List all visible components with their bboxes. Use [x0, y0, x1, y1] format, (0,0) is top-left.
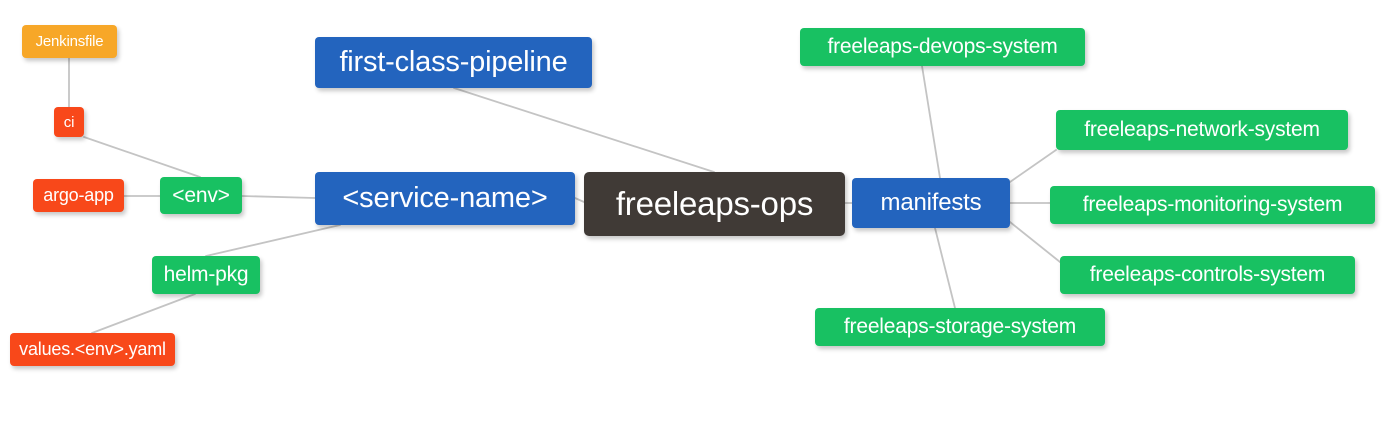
mindmap-node-controls[interactable]: freeleaps-controls-system: [1060, 256, 1355, 294]
node-label: freeleaps-monitoring-system: [1082, 193, 1343, 216]
node-label: freeleaps-devops-system: [827, 35, 1058, 58]
node-label: values.<env>.yaml: [19, 339, 166, 359]
node-label: Jenkinsfile: [35, 33, 104, 50]
node-label: <service-name>: [342, 182, 548, 214]
node-label: ci: [63, 113, 75, 131]
edge-devops-to-manifests: [921, 65, 941, 179]
node-label: argo-app: [43, 185, 114, 205]
edge-ci-to-env: [83, 136, 201, 178]
mindmap-node-helm[interactable]: helm-pkg: [152, 256, 260, 294]
edge-storage-to-manifests: [934, 227, 956, 309]
mindmap-node-devops[interactable]: freeleaps-devops-system: [800, 28, 1085, 66]
mindmap-node-service[interactable]: <service-name>: [315, 172, 575, 225]
mindmap-node-root[interactable]: freeleaps-ops: [584, 172, 845, 236]
edge-service-to-root: [574, 197, 585, 203]
node-label: first-class-pipeline: [339, 46, 568, 78]
node-label: freeleaps-network-system: [1084, 118, 1320, 141]
node-label: freeleaps-storage-system: [843, 315, 1077, 338]
node-label: helm-pkg: [163, 263, 249, 286]
mindmap-node-monitoring[interactable]: freeleaps-monitoring-system: [1050, 186, 1375, 224]
edge-pipeline-to-root: [453, 87, 715, 173]
mindmap-node-storage[interactable]: freeleaps-storage-system: [815, 308, 1105, 346]
mindmap-node-argo[interactable]: argo-app: [33, 179, 124, 212]
edge-helm-to-service: [205, 224, 341, 257]
mindmap-node-manifests[interactable]: manifests: [852, 178, 1010, 228]
mindmap-node-env[interactable]: <env>: [160, 177, 242, 214]
node-label: freeleaps-controls-system: [1089, 263, 1326, 286]
node-label: manifests: [880, 189, 982, 216]
node-label: freeleaps-ops: [615, 185, 814, 222]
edge-values-to-helm: [91, 293, 196, 334]
mindmap-node-values[interactable]: values.<env>.yaml: [10, 333, 175, 366]
edge-network-to-manifests: [1009, 149, 1057, 183]
mindmap-node-pipeline[interactable]: first-class-pipeline: [315, 37, 592, 88]
node-label: <env>: [172, 183, 230, 207]
mindmap-node-network[interactable]: freeleaps-network-system: [1056, 110, 1348, 150]
mindmap-node-ci[interactable]: ci: [54, 107, 84, 137]
mindmap-node-jenkinsfile[interactable]: Jenkinsfile: [22, 25, 117, 58]
edge-env-to-service: [241, 195, 316, 199]
edge-controls-to-manifests: [1009, 221, 1061, 263]
